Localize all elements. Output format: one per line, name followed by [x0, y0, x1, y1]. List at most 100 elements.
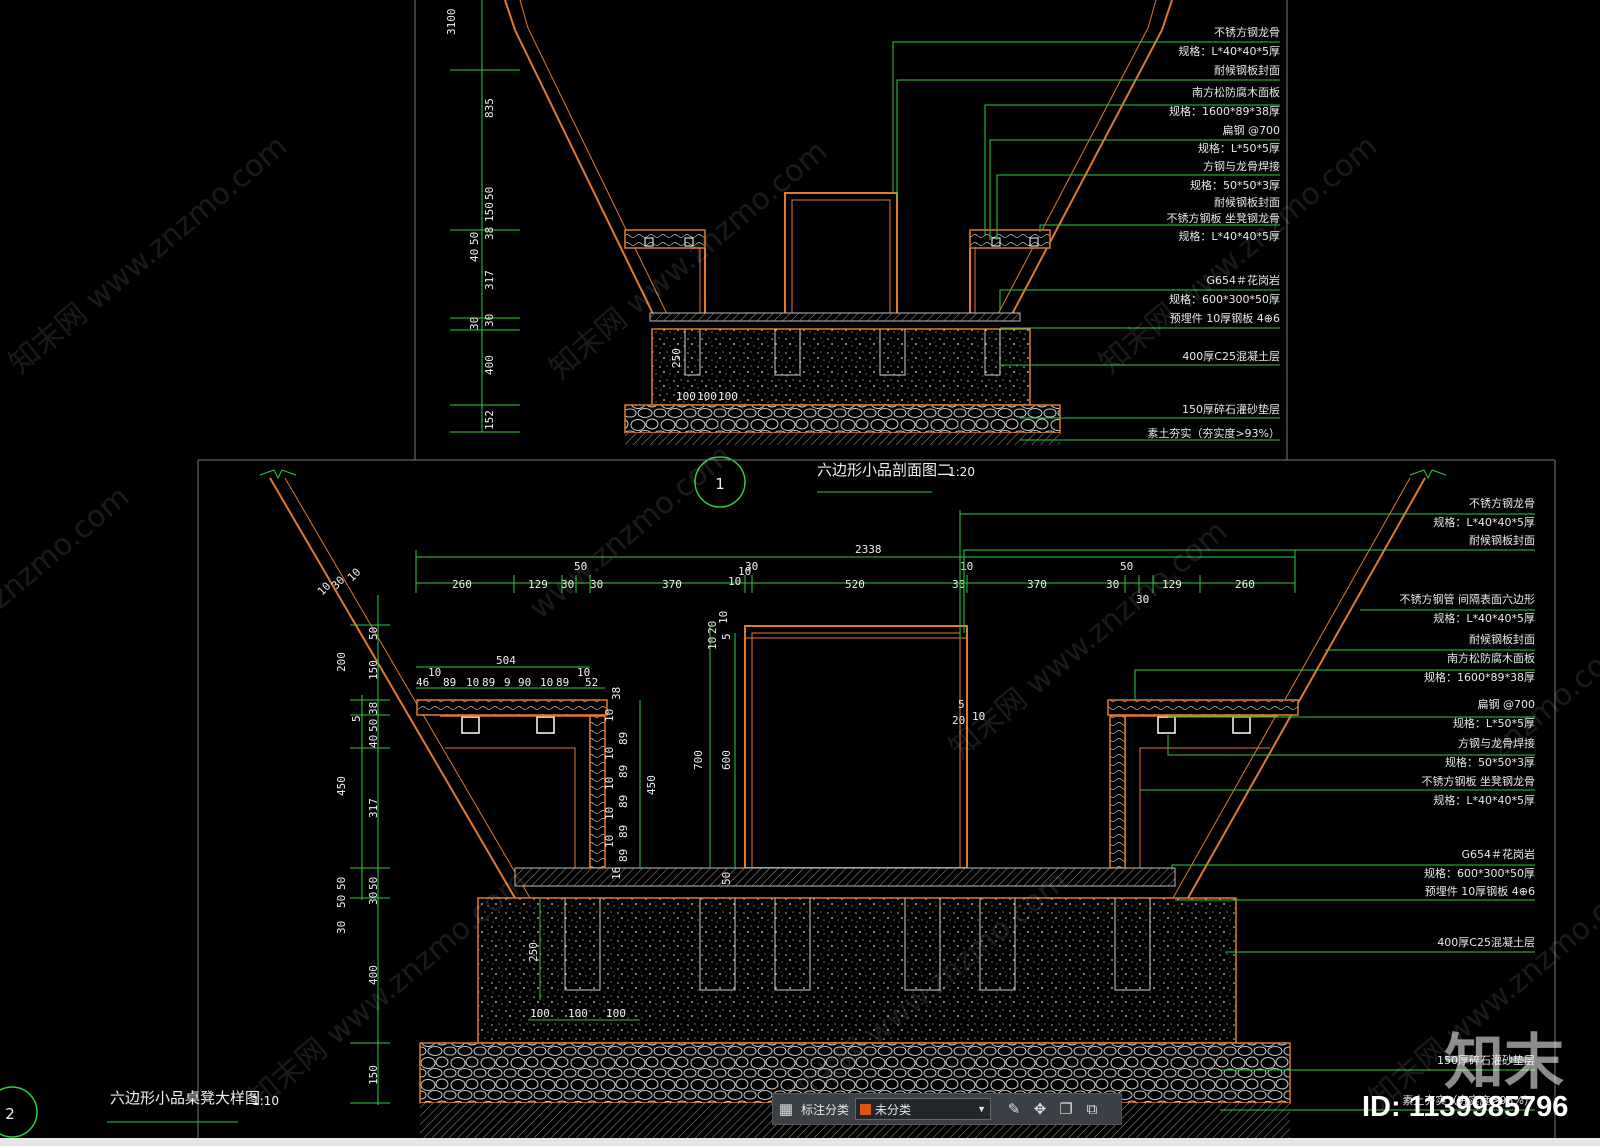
- top-annotation: 规格：L*40*40*5厚: [1178, 44, 1280, 58]
- bottom-hex-left-outer: [269, 477, 516, 899]
- brand-logo: 知末: [1444, 1028, 1564, 1098]
- bottom-seat-dim: 10: [540, 676, 553, 689]
- top-annotation: 规格：50*50*3厚: [1190, 178, 1280, 192]
- bottom-base-dim: 100: [530, 1007, 550, 1020]
- watermark: 知末网 www.znzmo.com: [943, 514, 1234, 766]
- bottom-left-vdim: 200: [335, 652, 348, 672]
- bottom-top-row-dim: 50: [574, 560, 587, 573]
- bottom-seat-dim: 10: [603, 835, 616, 848]
- bottom-top-row-dim: 10: [728, 575, 741, 588]
- top-footings: [684, 329, 1001, 376]
- bottom-seat-dim: 10: [428, 666, 441, 679]
- top-annotation: 400厚C25混凝土层: [1182, 349, 1280, 363]
- copy-icon[interactable]: ❐: [1059, 1101, 1073, 1118]
- top-annotation: 不锈方钢板 坐凳钢龙骨: [1167, 211, 1281, 225]
- top-hex-right-outer: [1009, 0, 1173, 319]
- section-scale: 1:10: [252, 1094, 279, 1108]
- bottom-top-row-dim: 260: [1235, 578, 1255, 591]
- bottom-left-vdim: 50: [335, 877, 348, 890]
- bottom-right-seat-tube: [1232, 716, 1251, 734]
- top-annotation: 规格：L*40*40*5厚: [1178, 229, 1280, 243]
- bottom-top-row-dim: 129: [528, 578, 548, 591]
- bottom-top-row-dim: 520: [845, 578, 865, 591]
- top-annotation: 扁钢 @700: [1223, 124, 1281, 137]
- bottom-annotation: G654＃花岗岩: [1461, 847, 1535, 861]
- bottom-top-row-dim: 10: [738, 565, 751, 578]
- top-annotation: G654＃花岗岩: [1206, 273, 1280, 287]
- bottom-annotation: 不锈方钢管 间隔表面六边形: [1400, 592, 1536, 606]
- bottom-top-row-dim: 129: [1162, 578, 1182, 591]
- color-swatch: [860, 1103, 872, 1115]
- bottom-seat-dims: 504 10 10 46 89 10 89 9 90 10 89 52 38 1…: [416, 654, 658, 880]
- top-vdim-ticks: [450, 69, 520, 433]
- bottom-left-vdim: 400: [367, 965, 380, 985]
- bottom-table-outer: [744, 625, 968, 869]
- bottom-left-vdim: 150: [367, 660, 380, 680]
- top-vdim-label: 30: [483, 314, 496, 327]
- bottom-table-inner: [751, 632, 961, 869]
- bottom-seat-dim: 10: [466, 676, 479, 689]
- bottom-top-row-dim: 260: [452, 578, 472, 591]
- bottom-annotation: 南方松防腐木面板: [1447, 651, 1535, 665]
- section-title-2: 2 六边形小品桌凳大样图 1:10: [0, 1086, 279, 1138]
- bottom-right-seat-side-panel: [1109, 715, 1126, 869]
- bottom-base-dims: 250 100 100 100: [527, 942, 626, 1020]
- bottom-top-row-dim: 30: [1136, 593, 1149, 606]
- bottom-annotation: 耐候钢板封面: [1469, 533, 1535, 547]
- bottom-seat-dim: 10: [577, 666, 590, 679]
- category-select[interactable]: 未分类 ▼: [855, 1098, 992, 1120]
- top-soil-layer: [625, 433, 1060, 445]
- top-right-seat-frame: [974, 247, 1045, 318]
- section-number-circle: [0, 1086, 38, 1138]
- top-base-dim: 100: [697, 390, 717, 403]
- top-base-dim: 100: [676, 390, 696, 403]
- bottom-seat-dim: 90: [518, 676, 531, 689]
- bottom-annotation: 规格：600*300*50厚: [1424, 866, 1535, 880]
- bottom-hex-right-outer: [1187, 477, 1426, 899]
- bottom-seat-dim: 89: [617, 825, 630, 838]
- bottom-left-vdim: 150: [367, 1065, 380, 1085]
- bottom-top-row-dim: 30: [952, 578, 965, 591]
- top-leaders: [892, 41, 1280, 441]
- top-annotation: 素土夯实（夯实度>93%）: [1147, 426, 1280, 440]
- edit-icon[interactable]: ✎: [1007, 1101, 1021, 1118]
- bottom-footings: [564, 898, 1151, 991]
- top-annotations: 不锈方钢龙骨 规格：L*40*40*5厚 耐候钢板封面 南方松防腐木面板 规格：…: [1147, 25, 1280, 440]
- section-number: 1: [715, 475, 725, 493]
- bottom-hex-left-inner: [284, 477, 531, 899]
- bottom-annotation: 规格：50*50*3厚: [1445, 755, 1535, 769]
- bottom-left-vdim: 38: [367, 702, 380, 715]
- top-right-seat-tube: [1029, 237, 1039, 247]
- paste-icon[interactable]: ⧉: [1086, 1100, 1098, 1118]
- top-vdim-label: 50: [483, 187, 496, 200]
- top-vdim-label: 40: [468, 249, 481, 262]
- top-right-seat-tube: [991, 237, 1001, 247]
- bottom-strip: [0, 1138, 1600, 1146]
- bottom-seat-dim: 89: [556, 676, 569, 689]
- bottom-seat-dim: 89: [443, 676, 456, 689]
- bottom-top-row-dim: 30: [561, 578, 574, 591]
- image-id-label: ID: 1139985796: [1362, 1091, 1569, 1123]
- chevron-down-icon: ▼: [977, 1104, 987, 1114]
- bottom-seat-dim: 9: [504, 676, 511, 689]
- grid-icon[interactable]: ▦: [778, 1101, 794, 1118]
- bottom-right-seat-inner: [1139, 747, 1270, 868]
- section-title: 六边形小品桌凳大样图: [110, 1089, 260, 1107]
- bottom-table-top: [744, 625, 968, 639]
- move-icon[interactable]: ✥: [1033, 1101, 1047, 1118]
- bottom-right-seat-board: [1107, 699, 1299, 716]
- top-left-seat-tube: [684, 237, 694, 247]
- bottom-vdim-ticks: [350, 624, 390, 1104]
- bottom-break-left: [259, 469, 297, 480]
- bottom-seat-dim: 10: [603, 709, 616, 722]
- bottom-seat-dim: 16: [610, 867, 623, 880]
- bottom-seat-dim: 89: [617, 765, 630, 778]
- category-select-value: 未分类: [875, 1102, 912, 1117]
- bottom-top-row-dim: 370: [662, 578, 682, 591]
- bottom-left-seat-inner: [445, 747, 576, 868]
- bottom-top-row-dim: 30: [745, 560, 758, 573]
- bottom-seat-dim: 450: [645, 775, 658, 795]
- section-title: 六边形小品剖面图二: [817, 461, 952, 479]
- bottom-left-seat-tube: [536, 716, 555, 734]
